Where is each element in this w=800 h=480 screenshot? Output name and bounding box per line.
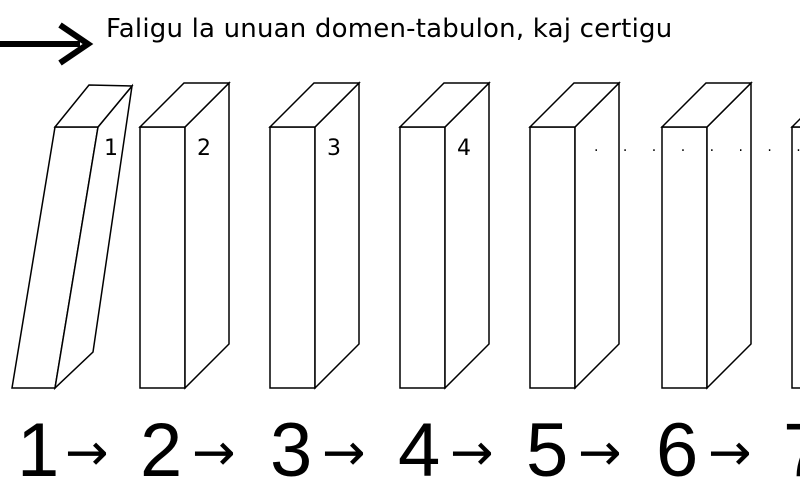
sequence-arrow-icon: → xyxy=(322,423,366,480)
domino-side-face xyxy=(706,81,752,390)
domino-4: 4 xyxy=(398,81,491,390)
domino-2: 2 xyxy=(138,81,231,390)
domino-top-face xyxy=(138,82,231,128)
domino-side-face xyxy=(184,81,230,390)
domino-label: 2 xyxy=(197,136,211,161)
domino-3: 3 xyxy=(268,81,361,390)
domino-5 xyxy=(528,81,621,390)
domino-front-face xyxy=(529,126,576,389)
sequence-arrow-icon: → xyxy=(708,423,752,480)
domino-top-face xyxy=(790,117,800,128)
sequence-number: 1 xyxy=(17,408,59,480)
sequence-number: 2 xyxy=(140,408,182,480)
domino-front-face xyxy=(661,126,708,389)
instruction-text: Faligu la unuan domen-tabulon, kaj certi… xyxy=(106,14,673,44)
sequence-arrow-icon: → xyxy=(450,423,494,480)
domino-6 xyxy=(660,81,753,390)
domino-label: 3 xyxy=(327,136,341,161)
domino-top-face xyxy=(528,82,621,128)
domino-front-face xyxy=(399,126,446,389)
domino-label: 4 xyxy=(457,136,471,161)
domino-1: 1 xyxy=(11,83,134,391)
domino-front-face xyxy=(791,126,800,389)
domino-top-face xyxy=(53,84,134,128)
sequence-arrow-icon: → xyxy=(65,423,109,480)
domino-side-face xyxy=(314,81,360,390)
domino-top-face xyxy=(398,82,491,128)
dominoes-layer: 1 2 3 4 · · · · · · · · · · · xyxy=(11,81,800,391)
sequence-number: 5 xyxy=(526,408,568,480)
domino-front-face xyxy=(269,126,316,389)
domino-7 xyxy=(790,117,800,389)
instruction-arrow-icon xyxy=(0,22,94,66)
sequence-arrow-icon: → xyxy=(578,423,622,480)
continuation-dots: · · · · · · · · · · · xyxy=(594,143,800,159)
sequence-number: 6 xyxy=(656,408,698,480)
domino-top-face xyxy=(660,82,753,128)
sequence-number: 7 xyxy=(783,408,800,480)
sequence-number: 4 xyxy=(398,408,440,480)
sequence-row: 1→2→3→4→5→6→7 xyxy=(17,408,800,480)
domino-front-face xyxy=(139,126,186,389)
sequence-number: 3 xyxy=(270,408,312,480)
domino-label: 1 xyxy=(104,136,118,161)
domino-top-face xyxy=(268,82,361,128)
domino-side-face xyxy=(444,81,490,390)
domino-side-face xyxy=(574,81,620,390)
sequence-arrow-icon: → xyxy=(192,423,236,480)
